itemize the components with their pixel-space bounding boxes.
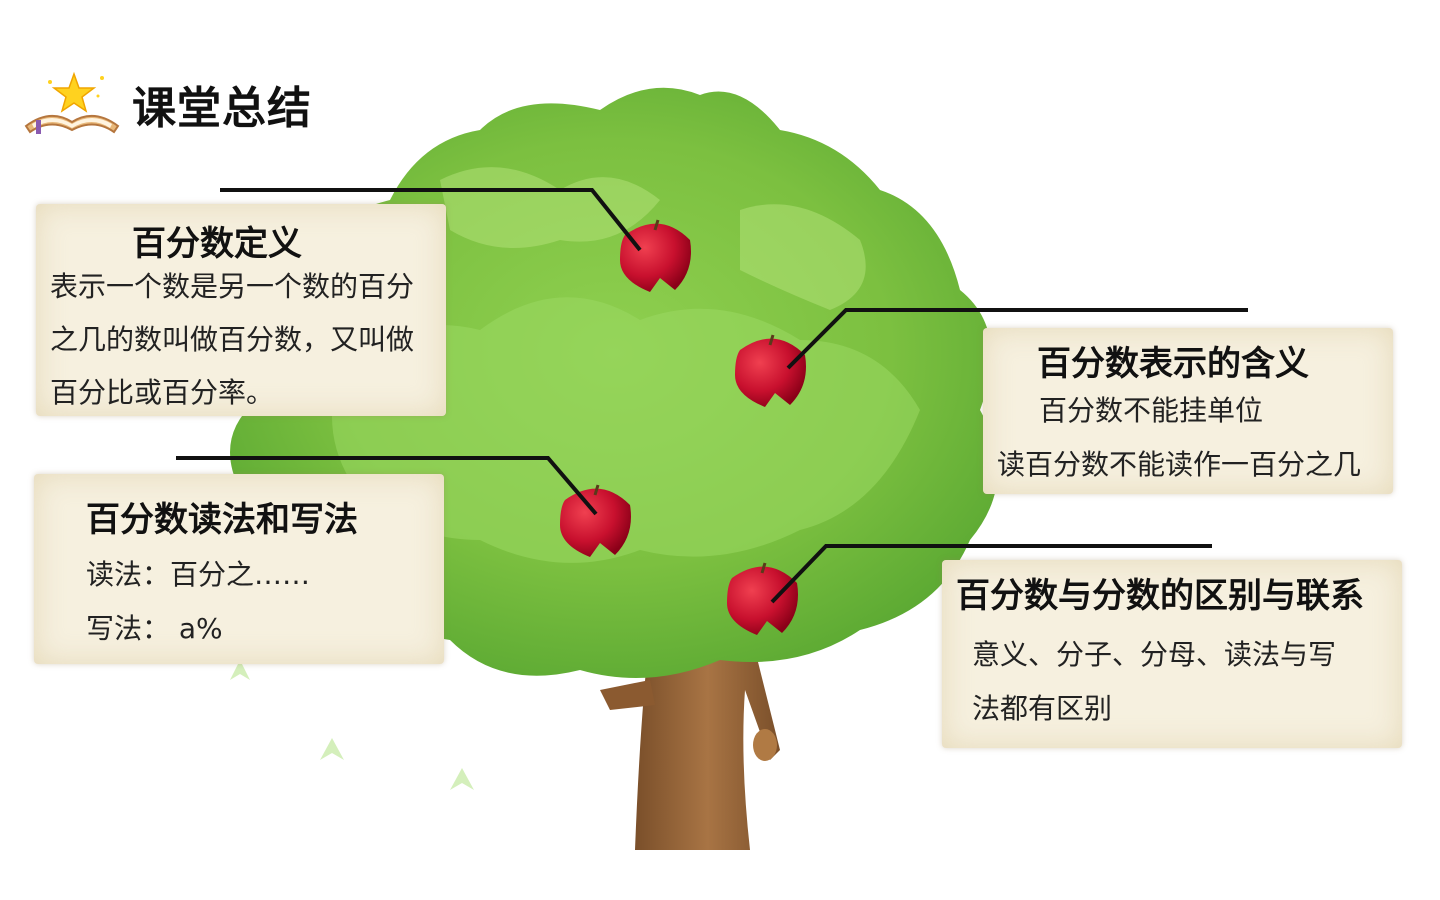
reading-writing-title: 百分数读法和写法 [86, 500, 358, 540]
relation-card: 百分数与分数的区别与联系 意义、分子、分母、读法与写 法都有区别 [942, 560, 1402, 748]
relation-line-1: 意义、分子、分母、读法与写 [972, 638, 1337, 671]
writing-line: 写法： a% [86, 612, 223, 645]
definition-title: 百分数定义 [132, 224, 302, 264]
meaning-title: 百分数表示的含义 [1037, 344, 1309, 384]
reading-writing-card: 百分数读法和写法 读法：百分之…… 写法： a% [34, 474, 444, 664]
meaning-line-2: 读百分数不能读作一百分之几 [997, 448, 1362, 481]
apple-tree-illustration [230, 87, 998, 850]
definition-line-1: 表示一个数是另一个数的百分 [50, 270, 415, 303]
definition-line-3: 百分比或百分率。 [50, 376, 275, 409]
meaning-line-1: 百分数不能挂单位 [1039, 394, 1264, 427]
relation-title: 百分数与分数的区别与联系 [956, 576, 1364, 616]
meaning-card: 百分数表示的含义 百分数不能挂单位 读百分数不能读作一百分之几 [983, 328, 1393, 494]
apple-3 [560, 484, 631, 557]
apple-2 [735, 334, 806, 407]
reading-line: 读法：百分之…… [86, 558, 311, 591]
definition-line-2: 之几的数叫做百分数，又叫做 [50, 323, 415, 356]
relation-line-2: 法都有区别 [972, 692, 1113, 725]
apple-4 [727, 562, 798, 635]
apple-1 [620, 219, 691, 292]
book-star-icon [24, 71, 120, 134]
page-title: 课堂总结 [132, 83, 312, 134]
definition-card: 百分数定义 表示一个数是另一个数的百分 之几的数叫做百分数，又叫做 百分比或百分… [36, 204, 446, 416]
header: 课堂总结 [22, 68, 312, 140]
